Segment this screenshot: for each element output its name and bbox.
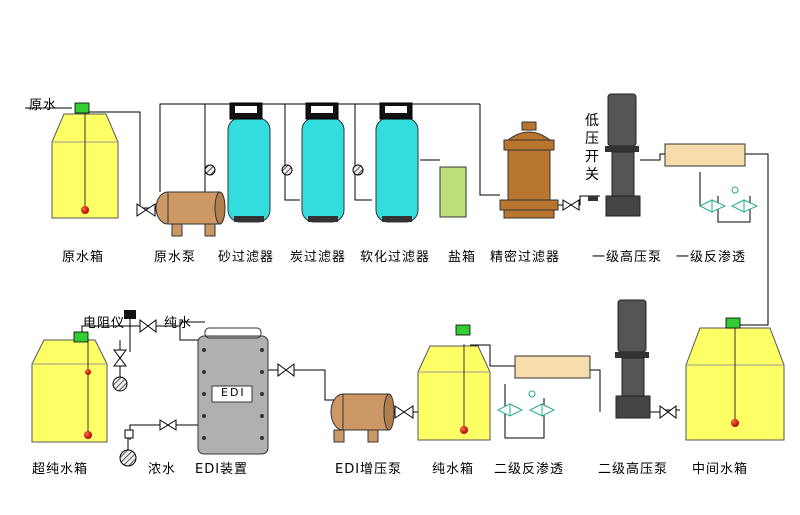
stage1-ro-membrane	[664, 143, 759, 213]
label-sand-filter: 砂过滤器	[218, 250, 275, 265]
label-low-pressure-switch: 低压开关	[585, 113, 599, 183]
label-raw-water-inlet: 原水	[29, 98, 58, 113]
stage1-high-pressure-pump	[562, 93, 641, 217]
softener-filter	[352, 102, 419, 223]
carbon-filter	[281, 102, 345, 223]
raw-water-pump	[136, 191, 226, 237]
resistivity-meter	[124, 310, 136, 326]
label-carbon-filter: 炭过滤器	[290, 250, 347, 265]
label-resistivity-meter: 电阻仪	[83, 316, 126, 331]
label-ultrapure-tank: 超纯水箱	[32, 462, 89, 477]
label-raw-water-pump: 原水泵	[154, 250, 197, 265]
label-concentrate: 浓水	[148, 462, 177, 477]
sand-filter	[204, 102, 271, 223]
label-stage2-hp-pump: 二级高压泵	[598, 462, 669, 477]
label-raw-water-tank: 原水箱	[62, 250, 105, 265]
label-edi-panel: EDI	[221, 386, 246, 399]
salt-tank	[439, 166, 467, 218]
label-salt-tank: 盐箱	[448, 250, 477, 265]
intermediate-tank	[685, 317, 785, 441]
ultrapure-water-tank	[31, 331, 108, 443]
label-pure-water: 纯水	[164, 316, 193, 331]
edi-device	[197, 327, 269, 455]
label-edi-device: EDI装置	[195, 462, 249, 477]
label-edi-booster-pump: EDI增压泵	[335, 462, 403, 477]
stage2-high-pressure-pump	[615, 299, 677, 419]
label-intermediate-tank: 中间水箱	[692, 462, 749, 477]
concentrate-valves	[119, 363, 295, 467]
raw-water-tank	[51, 102, 119, 219]
label-stage1-hp-pump: 一级高压泵	[592, 250, 663, 265]
stage2-ro-membrane	[496, 355, 591, 417]
label-softener: 软化过滤器	[360, 250, 431, 265]
label-stage2-ro: 二级反渗透	[494, 462, 565, 477]
pure-water-tank	[417, 324, 491, 441]
edi-booster-pump	[330, 393, 414, 443]
valves-edi-outlet	[112, 319, 157, 392]
label-pure-water-tank: 纯水箱	[432, 462, 475, 477]
label-stage1-ro: 一级反渗透	[676, 250, 747, 265]
label-precision-filter: 精密过滤器	[490, 250, 561, 265]
precision-filter	[499, 121, 559, 219]
